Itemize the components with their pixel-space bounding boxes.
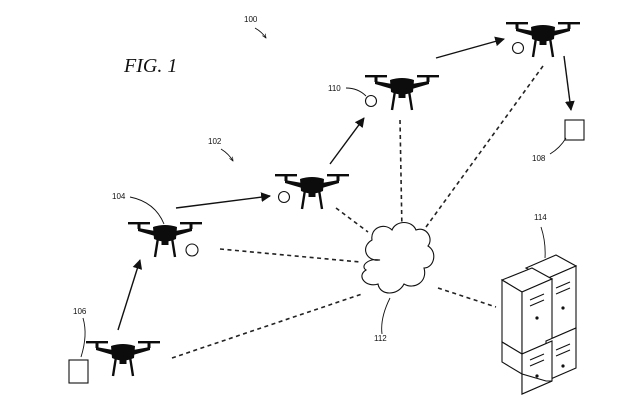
package-icon xyxy=(564,119,585,141)
circle-node-icon xyxy=(511,41,525,55)
label-servers: 114 xyxy=(534,213,547,222)
server-rack-icon xyxy=(500,254,578,395)
network-links xyxy=(171,65,544,359)
circle-node-icon xyxy=(364,94,378,108)
circle-node-icon xyxy=(185,243,199,257)
path-segment-2 xyxy=(175,192,271,209)
label-drone: 104 xyxy=(112,192,126,201)
path-segment-3 xyxy=(329,117,365,165)
circle-node-icon xyxy=(277,190,291,204)
label-system: 100 xyxy=(244,15,258,24)
label-item-leader xyxy=(345,87,367,97)
cloud-icon xyxy=(361,221,435,294)
flight-path xyxy=(117,36,575,331)
label-origin-leader xyxy=(80,317,86,358)
label-destination-leader xyxy=(549,137,567,155)
figure-title: FIG. 1 xyxy=(123,55,177,77)
label-destination: 108 xyxy=(532,154,546,163)
label-network: 112 xyxy=(374,334,387,343)
link-drone-mid-network xyxy=(335,207,369,233)
label-drone-leader xyxy=(129,196,165,225)
link-drone-top-network xyxy=(417,65,544,239)
quadcopter-drone-icon xyxy=(364,73,440,112)
label-path: 102 xyxy=(208,137,222,146)
label-item: 110 xyxy=(328,84,341,93)
link-drone-110-network xyxy=(399,119,403,233)
label-system-arrow xyxy=(254,27,266,38)
link-network-servers xyxy=(437,287,497,308)
package-icon xyxy=(68,359,89,384)
link-drone-bottom-network xyxy=(171,293,363,359)
link-drone-104-network xyxy=(219,248,361,263)
quadcopter-drone-icon xyxy=(85,339,161,378)
label-path-arrow xyxy=(220,148,233,161)
path-segment-1 xyxy=(117,259,143,331)
label-network-leader xyxy=(381,297,391,335)
label-servers-leader xyxy=(540,226,546,259)
path-segment-5 xyxy=(563,55,575,111)
label-origin: 106 xyxy=(73,307,87,316)
path-segment-4 xyxy=(435,36,505,59)
